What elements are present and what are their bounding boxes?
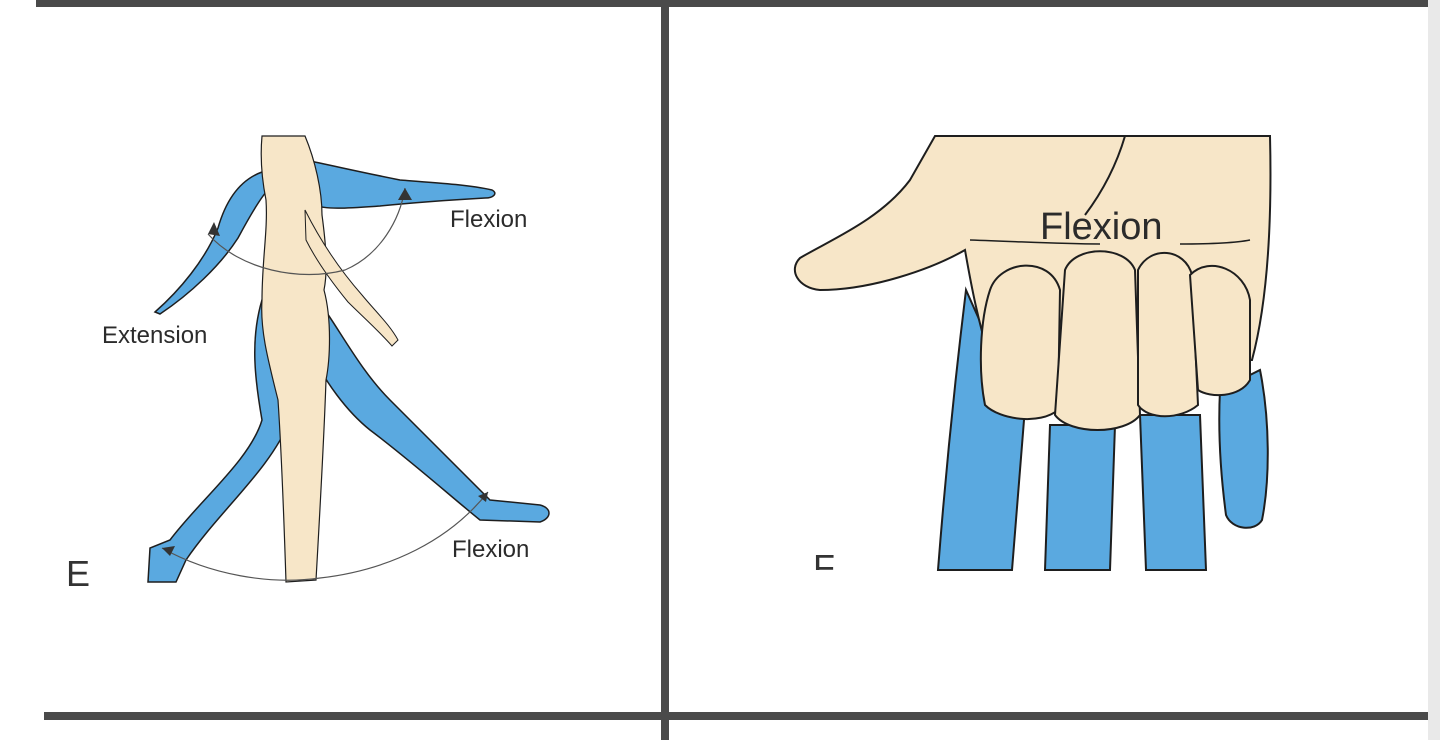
hand-figure <box>793 135 1272 571</box>
back-arm-blue <box>153 171 269 315</box>
curled-finger-3 <box>1137 252 1200 418</box>
arc-arrowhead <box>208 222 220 236</box>
right-edge-strip <box>1428 0 1440 740</box>
finger-blue-2 <box>1043 424 1117 571</box>
leg-flexion-label: Flexion <box>452 536 530 563</box>
body-figure <box>147 135 550 583</box>
arc-arrowhead <box>398 188 412 200</box>
arm-extension-label: Extension <box>102 322 208 349</box>
arc-arrowhead <box>162 546 175 556</box>
curled-finger-4 <box>1188 264 1251 397</box>
arm-flexion-label: Flexion <box>450 206 528 233</box>
finger-blue-1 <box>936 286 1026 571</box>
forward-arm-blue <box>304 159 496 209</box>
finger-blue-4 <box>1218 368 1269 529</box>
back-leg-blue <box>147 298 301 583</box>
hand-flexion-label: Flexion <box>1040 206 1163 248</box>
palm-crease <box>969 239 1101 245</box>
panel-f-letter: F <box>813 547 835 570</box>
curled-finger-1 <box>979 264 1062 421</box>
arm-range-arc <box>207 187 406 276</box>
body-torso-skin <box>260 135 331 583</box>
body-arm-skin <box>304 209 399 347</box>
arc-arrowhead <box>478 492 488 502</box>
finger-blue-3 <box>1138 414 1208 571</box>
curled-finger-2 <box>1053 250 1142 431</box>
palm-crease <box>1084 135 1126 216</box>
panel-e-letter: E <box>66 553 91 586</box>
leg-range-arc <box>161 491 489 581</box>
palm-crease <box>1179 239 1251 245</box>
forward-leg-blue <box>314 297 550 523</box>
